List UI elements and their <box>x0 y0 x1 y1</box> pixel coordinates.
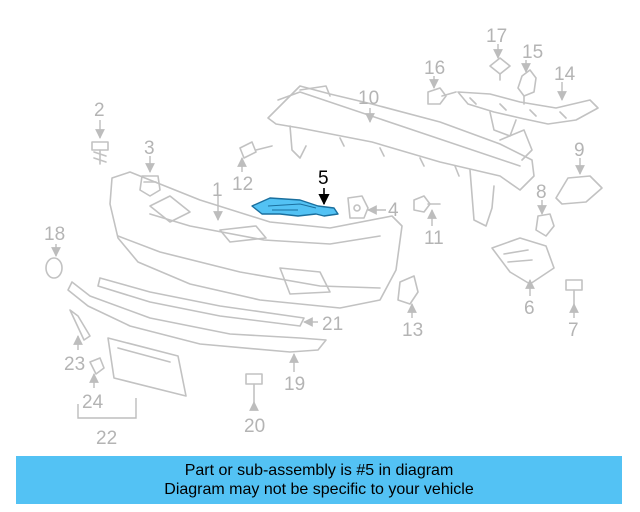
callout-12: 12 <box>232 174 253 195</box>
screw-part-2 <box>91 141 109 165</box>
banner-line-1: Part or sub-assembly is #5 in diagram <box>184 462 454 479</box>
nut-part-8 <box>535 213 555 237</box>
license-bracket-part-22 <box>107 337 187 397</box>
callout-9: 9 <box>574 140 585 161</box>
lower-trim-part-19 <box>67 281 327 353</box>
callout-8: 8 <box>536 182 547 203</box>
callout-13: 13 <box>402 320 423 341</box>
clip-part-23 <box>69 309 91 341</box>
callout-7: 7 <box>568 320 579 341</box>
trim-part-13 <box>397 275 419 305</box>
callout-11: 11 <box>424 228 444 249</box>
bolt-part-11 <box>413 195 441 213</box>
callout-4: 4 <box>388 200 399 221</box>
cap-part-9 <box>555 175 603 205</box>
retainer-part-6 <box>491 237 555 285</box>
callout-10: 10 <box>358 88 379 109</box>
nut-part-24 <box>89 357 105 375</box>
clip-part-3 <box>139 175 161 197</box>
nut-part-4 <box>347 195 369 219</box>
callout-16: 16 <box>424 58 445 79</box>
callout-6: 6 <box>524 298 535 319</box>
bumper-cover-part <box>109 171 403 309</box>
bracket-part-14 <box>457 91 599 137</box>
callout-2: 2 <box>94 100 105 121</box>
callout-17: 17 <box>486 26 507 47</box>
callout-19: 19 <box>284 374 305 395</box>
bolt-part-17 <box>489 57 511 81</box>
lower-strip-part-21 <box>97 277 305 327</box>
screw-part-12 <box>239 141 273 159</box>
info-banner: Part or sub-assembly is #5 in diagram Di… <box>16 456 622 504</box>
callout-15: 15 <box>522 42 543 63</box>
callout-21: 21 <box>322 314 343 335</box>
callout-3: 3 <box>144 138 155 159</box>
callout-1: 1 <box>212 180 223 201</box>
grommet-part-18 <box>45 257 63 279</box>
banner-line-2: Diagram may not be specific to your vehi… <box>164 481 474 498</box>
callout-18: 18 <box>44 224 65 245</box>
impact-bar-part <box>267 85 535 227</box>
callout-23: 23 <box>64 354 85 375</box>
callout-24: 24 <box>82 392 104 413</box>
screw-part-20 <box>245 373 263 403</box>
leader-lines <box>51 44 585 419</box>
bolt-part-16 <box>427 87 457 105</box>
callout-20: 20 <box>244 416 265 437</box>
callout-labels: 1 2 3 4 5 6 7 8 9 10 11 12 13 14 15 16 1… <box>44 26 585 449</box>
screw-part-7 <box>565 279 583 305</box>
bolt-part-15 <box>517 69 537 105</box>
guide-bracket-part-5 <box>251 197 339 217</box>
callout-14: 14 <box>554 64 576 85</box>
callout-5: 5 <box>318 168 329 189</box>
callout-22: 22 <box>96 428 117 449</box>
